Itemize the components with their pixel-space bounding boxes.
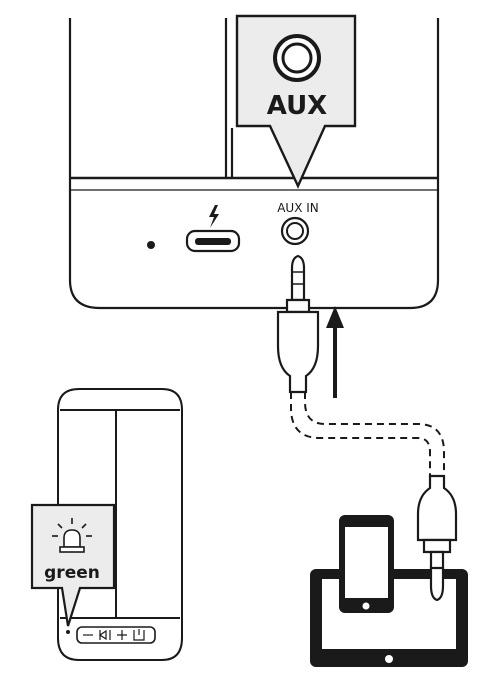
insert-arrow-up	[326, 306, 344, 398]
aux-callout-label: AUX	[267, 91, 327, 121]
speaker-small-led	[66, 630, 70, 634]
lightning-bolt-icon	[209, 205, 219, 228]
speaker-body-outline	[68, 18, 440, 310]
smartphone-device	[339, 515, 394, 613]
led-callout-label: green	[44, 563, 100, 583]
headphone-jack-icon	[273, 34, 321, 82]
aux-callout: AUX	[235, 14, 357, 189]
micro-usb-port	[185, 229, 241, 253]
speaker-led-dot	[147, 241, 155, 249]
speaker-small-controls	[76, 626, 156, 644]
speaker-top	[68, 18, 440, 310]
led-light-icon	[52, 518, 92, 553]
aux-cable	[290, 392, 445, 476]
speaker-small	[57, 388, 183, 661]
speaker-small-outline	[57, 388, 183, 661]
aux-jack-port	[280, 216, 310, 246]
led-callout: green	[30, 503, 116, 627]
aux-in-label: AUX IN	[277, 201, 319, 215]
jack-plug-top	[276, 254, 320, 394]
